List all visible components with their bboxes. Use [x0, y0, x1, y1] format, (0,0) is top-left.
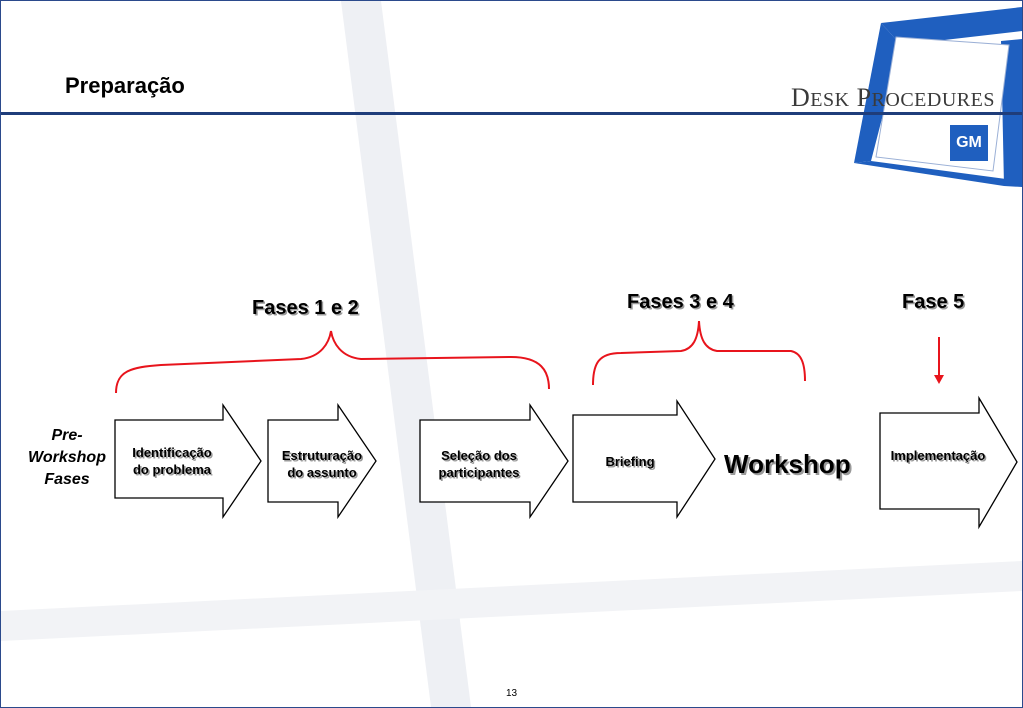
desk-procedures-logo-text: DESK PROCEDURES [791, 83, 995, 112]
brace-fases-1-2 [115, 330, 550, 394]
arrow-implementacao [879, 395, 1018, 530]
step-selecao-label: Seleção dos participantes [438, 448, 520, 480]
step-estruturacao-label: Estruturação do assunto [281, 448, 363, 480]
fase-5-arrowhead [934, 375, 944, 384]
arrow-briefing [572, 398, 716, 520]
pre-workshop-label: Pre- Workshop Fases [28, 427, 106, 488]
title-rule [1, 112, 1022, 115]
gm-logo: GM [950, 125, 988, 161]
page-title: Preparação [65, 73, 185, 98]
step-identificacao-label: Identificação do problema [132, 445, 212, 477]
label-fase-5: Fase 5 [902, 291, 965, 313]
arrow-selecao [419, 402, 569, 520]
arrow-estruturacao [267, 402, 377, 520]
workshop-label: Workshop [724, 449, 851, 479]
arrow-identificacao [114, 402, 262, 520]
step-implementacao-label: Implementação [890, 448, 986, 463]
label-fases-1-2: Fases 1 e 2 [252, 297, 359, 319]
brace-fases-3-4 [592, 320, 806, 386]
step-briefing-label: Briefing [605, 454, 655, 469]
label-fases-3-4: Fases 3 e 4 [627, 291, 734, 313]
page-number: 13 [506, 688, 518, 699]
